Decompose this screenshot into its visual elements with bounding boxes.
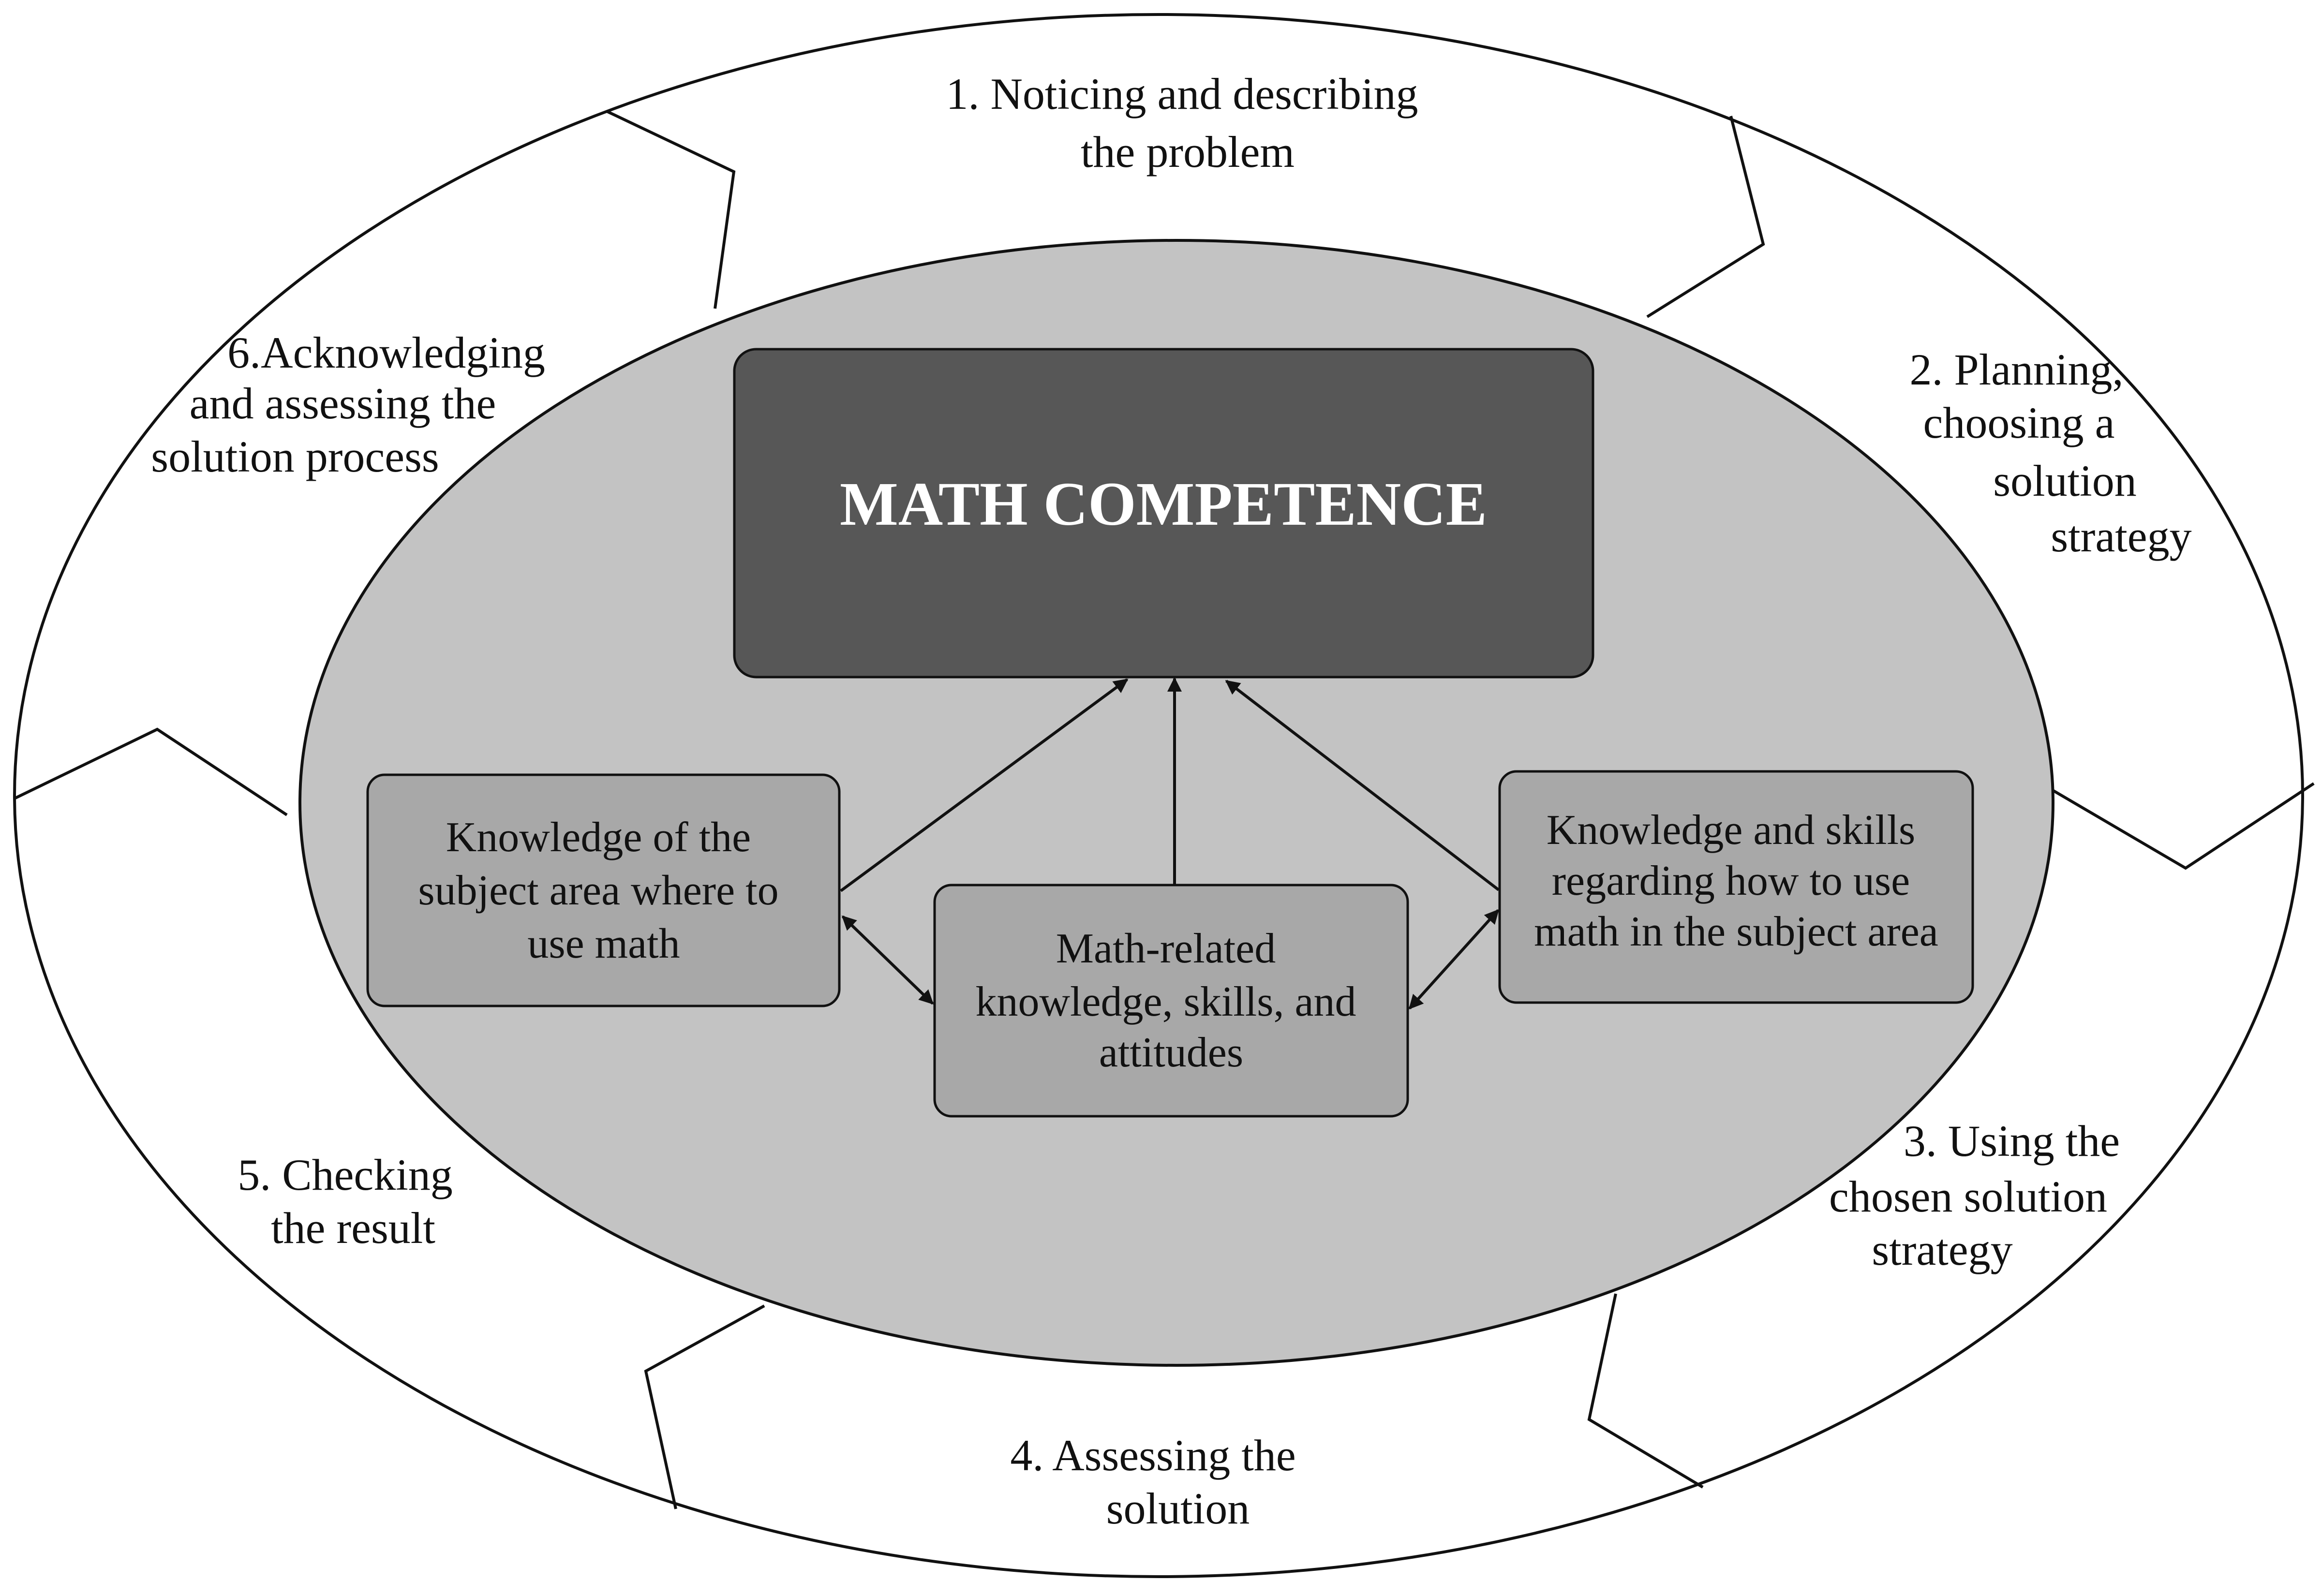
arrow-subject-to-core	[840, 678, 1129, 892]
math-knowledge-label: Math-related knowledge, skills, and atti…	[975, 925, 1367, 1076]
arrow-math-application-link	[1408, 909, 1500, 1010]
subject-knowledge-box	[366, 773, 841, 1007]
math-knowledge-box	[933, 884, 1409, 1118]
divider-stage-5-6	[15, 727, 288, 816]
divider-stage-1-2	[1646, 116, 1765, 318]
arrow-subject-math-link	[841, 915, 934, 1005]
stage-1-label: 1. Noticing and describing the problem	[946, 69, 1429, 177]
arrow-application-to-core	[1225, 680, 1500, 891]
stage-4-label: 4. Assessing the solution	[1010, 1431, 1307, 1533]
stage-3-label: 3. Using the chosen solution strategy	[1829, 1116, 2131, 1274]
divider-stage-2-3	[2053, 782, 2315, 870]
divider-stage-4-5	[644, 1304, 765, 1509]
stage-6-label: 6.Acknowledging and assessing the soluti…	[151, 328, 556, 481]
math-competence-box	[733, 348, 1594, 679]
math-competence-title: MATH COMPETENCE	[840, 470, 1487, 538]
subject-knowledge-label: Knowledge of the subject area where to u…	[418, 814, 789, 967]
application-knowledge-box	[1498, 770, 1974, 1004]
stage-2-label: 2. Planning, choosing a solution strateg…	[1909, 345, 2191, 561]
application-knowledge-label: Knowledge and skills regarding how to us…	[1534, 807, 1938, 955]
stage-5-label: 5. Checking the result	[238, 1150, 464, 1253]
divider-stage-6-1	[606, 110, 736, 309]
divider-stage-3-4	[1587, 1293, 1704, 1489]
